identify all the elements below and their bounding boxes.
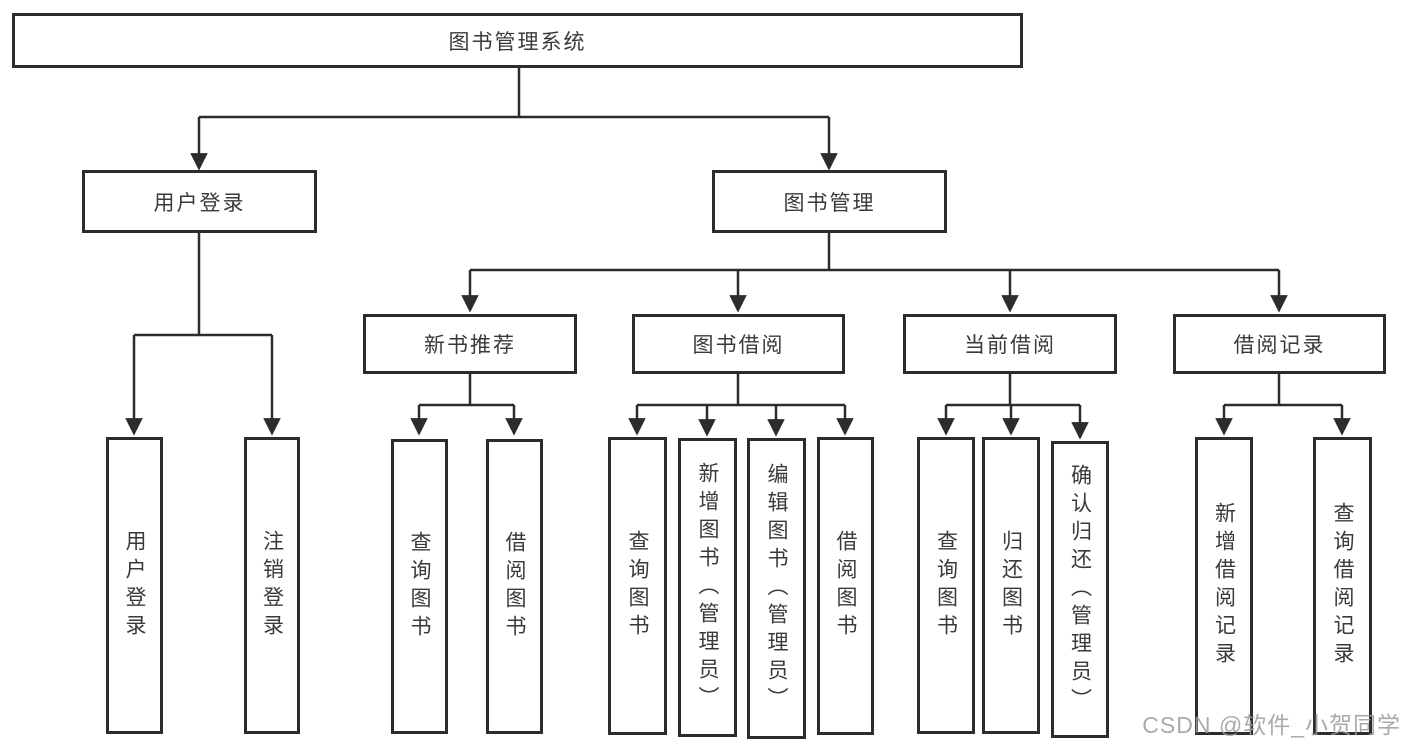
leaf-borrow-books-recommend: 借阅图书 — [486, 439, 543, 734]
node-book-management: 图书管理 — [712, 170, 947, 233]
node-book-borrow: 图书借阅 — [632, 314, 845, 374]
leaf-edit-books-admin: 编辑图书（管理员） — [747, 438, 806, 739]
leaf-logout: 注销登录 — [244, 437, 300, 734]
leaf-query-books-borrow: 查询图书 — [608, 437, 667, 735]
node-new-book-recommend: 新书推荐 — [363, 314, 577, 374]
node-borrow-records: 借阅记录 — [1173, 314, 1386, 374]
node-user-login: 用户登录 — [82, 170, 317, 233]
leaf-return-books: 归还图书 — [982, 437, 1040, 734]
csdn-watermark: CSDN @软件_小贺同学 — [1142, 712, 1401, 738]
leaf-confirm-return-admin: 确认归还（管理员） — [1051, 441, 1109, 738]
leaf-query-borrow-record: 查询借阅记录 — [1313, 437, 1372, 735]
leaf-borrow-books: 借阅图书 — [817, 437, 874, 735]
node-current-borrow: 当前借阅 — [903, 314, 1117, 374]
leaf-query-books-current: 查询图书 — [917, 437, 975, 734]
leaf-user-login: 用户登录 — [106, 437, 163, 734]
leaf-add-borrow-record: 新增借阅记录 — [1195, 437, 1253, 735]
leaf-query-books-recommend: 查询图书 — [391, 439, 448, 734]
node-root-book-management-system: 图书管理系统 — [12, 13, 1023, 68]
leaf-add-books-admin: 新增图书（管理员） — [678, 438, 737, 737]
